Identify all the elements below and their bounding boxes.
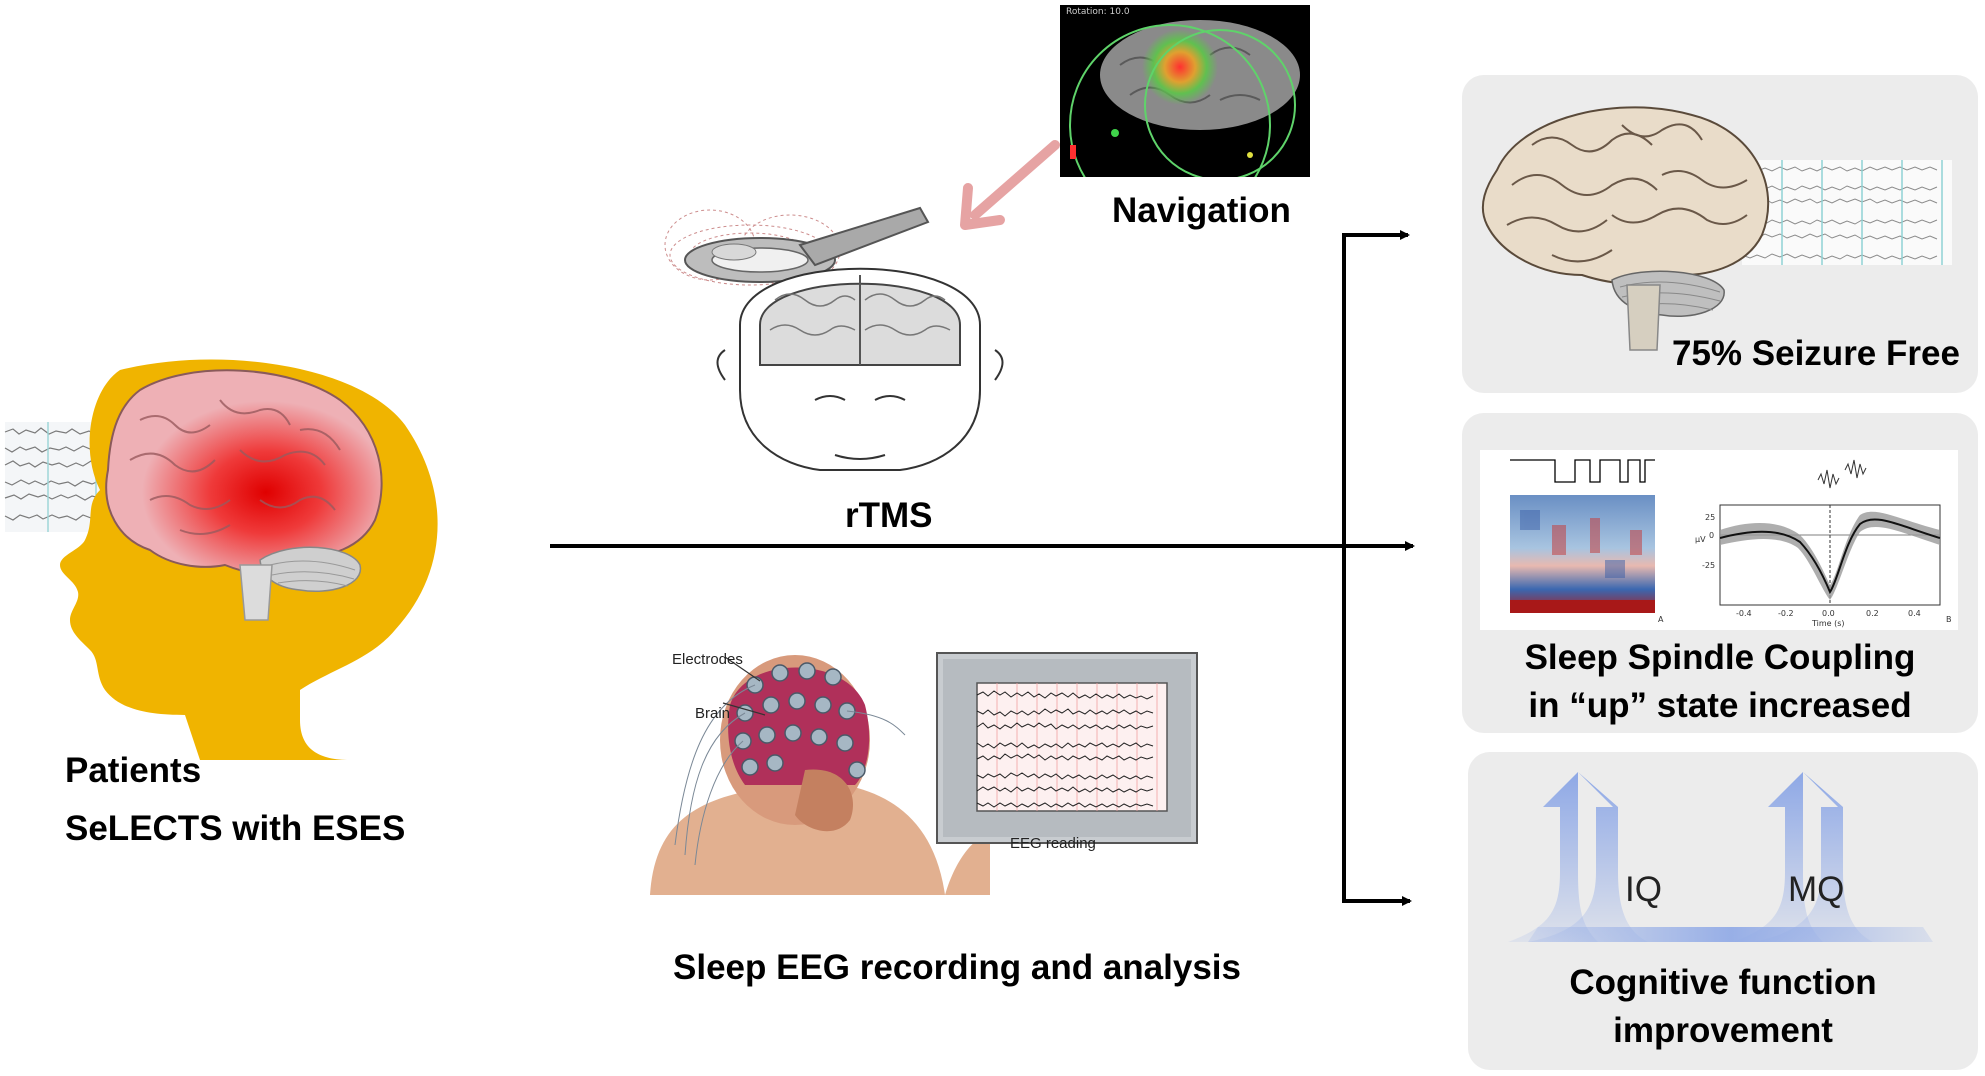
cognitive-panel: IQ MQ Cognitive function improvement — [1468, 752, 1978, 1070]
eeg-caption: Sleep EEG recording and analysis — [673, 948, 1241, 987]
x-tick-2: 0.0 — [1822, 609, 1835, 618]
sleep-spindle-line2: in “up” state increased — [1528, 685, 1912, 725]
sleep-spindle-panel: A 25 0 -25 µV -0.4 -0.2 0.0 0.2 0.4 Time… — [1462, 413, 1978, 733]
patient-label-line2: SeLECTS with ESES — [65, 808, 406, 848]
x-axis-label: Time (s) — [1811, 619, 1845, 628]
coupling-plot: 25 0 -25 µV -0.4 -0.2 0.0 0.2 0.4 Time (… — [1695, 459, 1952, 628]
panel-b-label: B — [1946, 615, 1952, 624]
y-tick-0: 25 — [1705, 513, 1715, 522]
x-tick-0: -0.4 — [1736, 609, 1752, 618]
brain-with-hotspot — [105, 369, 383, 621]
electrodes-label: Electrodes — [672, 651, 743, 668]
eeg-illustration: Electrodes Brain EEG reading — [645, 645, 1205, 895]
rtms-illustration — [650, 190, 1050, 480]
eeg-reading-label: EEG reading — [1010, 835, 1096, 852]
cognitive-line1: Cognitive function — [1569, 963, 1877, 1002]
tms-coil — [684, 206, 930, 283]
iq-up-arrow — [1508, 772, 1648, 942]
mq-up-arrow — [1733, 772, 1873, 942]
navigation-label: Navigation — [1112, 191, 1291, 230]
navigation-image: Rotation: 10.0 — [1060, 5, 1310, 177]
eeg-monitor — [936, 652, 1198, 844]
patient-label-line1: Patients — [65, 751, 202, 790]
x-tick-1: -0.2 — [1778, 609, 1794, 618]
sleep-spindle-label: Sleep Spindle Coupling in “up” state inc… — [1462, 635, 1978, 728]
cognitive-label: Cognitive function improvement — [1468, 960, 1978, 1053]
brain-label: Brain — [695, 705, 731, 722]
y-tick-2: -25 — [1702, 561, 1715, 570]
rtms-label: rTMS — [845, 496, 933, 535]
patient-label: Patients SeLECTS with ESES — [65, 748, 405, 851]
panel-a-label: A — [1658, 615, 1664, 624]
x-tick-4: 0.4 — [1908, 609, 1921, 618]
cognitive-line2: improvement — [1613, 1010, 1833, 1050]
spectrogram-chart: A 25 0 -25 µV -0.4 -0.2 0.0 0.2 0.4 Time… — [1480, 450, 1958, 630]
x-tick-3: 0.2 — [1866, 609, 1879, 618]
navigation-overlay-text: Rotation: 10.0 — [1066, 7, 1130, 17]
seizure-free-panel: 75% Seizure Free — [1462, 75, 1978, 393]
sleep-spindle-line1: Sleep Spindle Coupling — [1524, 638, 1916, 677]
y-axis-label: µV — [1695, 535, 1706, 544]
iq-label: IQ — [1625, 870, 1662, 909]
seizure-free-brain — [1481, 106, 1770, 351]
head-with-brain — [716, 267, 1004, 471]
electrode-cap — [734, 662, 866, 779]
y-tick-1: 0 — [1709, 531, 1714, 540]
mq-label: MQ — [1788, 870, 1845, 909]
baseline-bar — [1528, 927, 1933, 942]
patient-illustration — [0, 359, 480, 760]
seizure-free-label: 75% Seizure Free — [1672, 334, 1960, 373]
